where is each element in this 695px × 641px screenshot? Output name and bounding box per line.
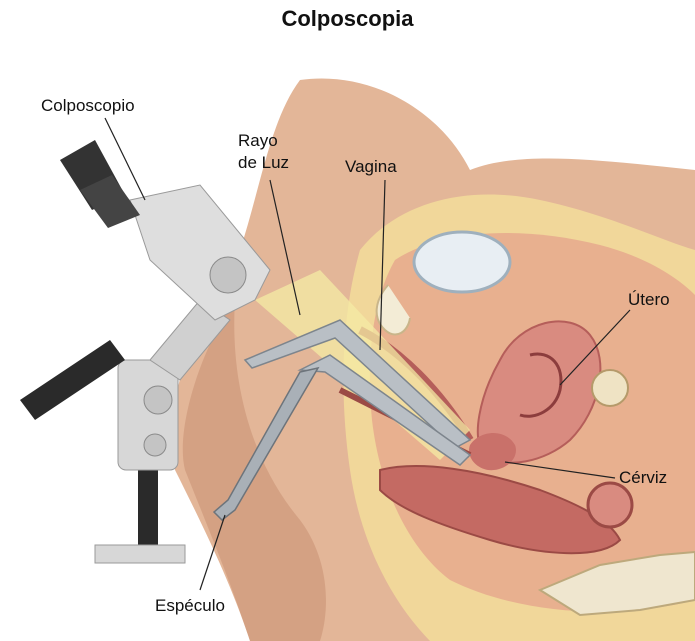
label-especulo: Espéculo bbox=[155, 596, 225, 616]
stand-knob-2 bbox=[144, 434, 166, 456]
scope-focus-knob bbox=[210, 257, 246, 293]
label-utero: Útero bbox=[628, 290, 670, 310]
bladder bbox=[414, 232, 510, 292]
label-rayo-line2: de Luz bbox=[238, 153, 289, 173]
scope-body bbox=[130, 185, 270, 320]
label-colposcopio: Colposcopio bbox=[41, 96, 135, 116]
ovary bbox=[592, 370, 628, 406]
stand-base bbox=[95, 545, 185, 563]
label-rayo-line1: Rayo bbox=[238, 131, 278, 151]
label-vagina: Vagina bbox=[345, 157, 397, 177]
stand-handle bbox=[20, 340, 125, 420]
bowel-loop bbox=[588, 483, 632, 527]
label-cerviz: Cérviz bbox=[619, 468, 667, 488]
stand-knob-1 bbox=[144, 386, 172, 414]
diagram-title: Colposcopia bbox=[0, 6, 695, 32]
